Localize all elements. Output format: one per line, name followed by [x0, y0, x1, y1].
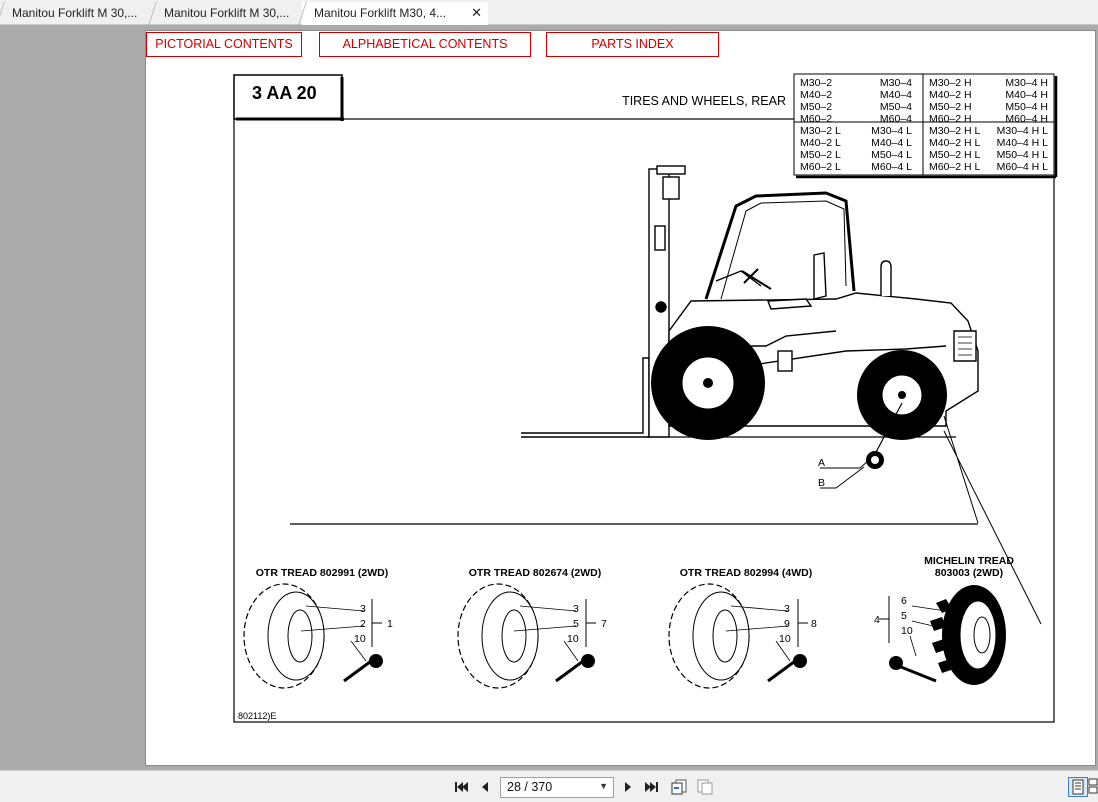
page-number-display: 28 / 370	[507, 780, 553, 794]
svg-text:8: 8	[811, 618, 817, 630]
model-table-cell: M30–4 H L	[997, 125, 1049, 137]
drawing-code: 802112)E	[238, 711, 276, 721]
model-table-cell: M60–2 H L	[929, 161, 981, 173]
section-code: 3 AA 20	[252, 83, 317, 103]
svg-text:5: 5	[901, 610, 907, 622]
model-table-cell: M50–4 H	[1005, 101, 1048, 113]
first-page-icon[interactable]	[451, 777, 471, 797]
rear-wheel	[857, 350, 947, 440]
model-table-cell: M60–4	[880, 113, 912, 125]
svg-text:5: 5	[573, 618, 579, 630]
parts-index-button[interactable]: PARTS INDEX	[546, 32, 719, 57]
svg-text:4: 4	[874, 614, 880, 626]
model-table-cell: M40–4	[880, 89, 912, 101]
pictorial-contents-button[interactable]: PICTORIAL CONTENTS	[146, 32, 302, 57]
model-table-cell: M40–2	[800, 89, 832, 101]
tab-label: Manitou Forklift M30, 4...	[314, 6, 447, 20]
tread-detail-3: OTR TREAD 802994 (4WD) 3 9 10 8	[668, 567, 817, 689]
model-table-cell: M40–4 H L	[997, 137, 1049, 149]
page-number-select[interactable]: 28 / 370 ▼	[500, 777, 614, 798]
go-back-view-icon[interactable]	[669, 777, 689, 797]
diagram-frame	[233, 118, 1055, 723]
tread-title-line1: MICHELIN TREAD	[924, 555, 1014, 567]
tread-title: OTR TREAD 802994 (4WD)	[680, 567, 812, 579]
model-table-cell: M50–4 H L	[997, 149, 1049, 161]
model-table-cell: M30–2 H L	[929, 125, 981, 137]
tread-title: OTR TREAD 802674 (2WD)	[469, 567, 601, 579]
model-table-cell: M60–2 L	[800, 161, 841, 173]
model-table-cell: M30–2 L	[800, 125, 841, 137]
tab-label: Manitou Forklift M 30,...	[164, 6, 290, 20]
svg-text:3: 3	[360, 603, 366, 615]
model-table-cell: M60–4 H	[1005, 113, 1048, 125]
tab-document-3[interactable]: Manitou Forklift M30, 4... ✕	[302, 2, 488, 25]
page-navigation-toolbar: 28 / 370 ▼	[0, 770, 1098, 802]
close-tab-icon[interactable]: ✕	[471, 5, 482, 20]
previous-page-icon[interactable]	[475, 777, 495, 797]
svg-text:6: 6	[901, 595, 907, 607]
front-wheel	[651, 326, 765, 440]
model-table-cell: M50–4 L	[871, 149, 912, 161]
single-page-view-icon[interactable]	[1068, 777, 1088, 797]
document-page: PICTORIAL CONTENTS ALPHABETICAL CONTENTS…	[145, 30, 1096, 766]
model-table-cell: M40–2 H L	[929, 137, 981, 149]
svg-text:10: 10	[567, 633, 579, 645]
model-table: M30–2M40–2M50–2M60–2M30–4M40–4M50–4M60–4…	[793, 73, 1058, 179]
svg-text:3: 3	[573, 603, 579, 615]
tab-document-2[interactable]: Manitou Forklift M 30,...	[152, 2, 302, 25]
model-table-cell: M30–2	[800, 77, 832, 89]
tread-detail-1: OTR TREAD 802991 (2WD) 3 2 10 1	[243, 567, 393, 689]
model-table-cell: M60–2	[800, 113, 832, 125]
model-table-cell: M30–4 L	[871, 125, 912, 137]
model-table-cell: M30–4 H	[1005, 77, 1048, 89]
last-page-icon[interactable]	[642, 777, 662, 797]
model-table-cell: M50–4	[880, 101, 912, 113]
alphabetical-contents-button[interactable]: ALPHABETICAL CONTENTS	[319, 32, 531, 57]
model-table-cell: M60–4 H L	[997, 161, 1049, 173]
model-table-cell: M60–2 H	[929, 113, 972, 125]
svg-text:1: 1	[387, 618, 393, 630]
document-viewer[interactable]: PICTORIAL CONTENTS ALPHABETICAL CONTENTS…	[0, 25, 1098, 770]
svg-text:7: 7	[601, 618, 607, 630]
hub-nut	[820, 451, 884, 489]
parts-diagram: 3 AA 20 TIRES AND WHEELS, REAR M30–2M40–…	[233, 73, 1058, 723]
svg-text:3: 3	[784, 603, 790, 615]
go-forward-view-icon[interactable]	[695, 777, 715, 797]
svg-text:10: 10	[901, 625, 913, 637]
model-table-cell: M60–4 L	[871, 161, 912, 173]
model-table-cell: M50–2 H	[929, 101, 972, 113]
svg-text:10: 10	[354, 633, 366, 645]
chevron-down-icon: ▼	[599, 781, 608, 791]
tread-detail-2: OTR TREAD 802674 (2WD) 3 5 10 7	[457, 567, 607, 689]
model-table-cell: M50–2	[800, 101, 832, 113]
next-page-icon[interactable]	[618, 777, 638, 797]
model-table-cell: M50–2 L	[800, 149, 841, 161]
model-table-cell: M40–4 H	[1005, 89, 1048, 101]
section-title: TIRES AND WHEELS, REAR	[622, 94, 786, 108]
continuous-view-icon[interactable]	[1088, 777, 1098, 797]
svg-text:10: 10	[779, 633, 791, 645]
tread-title: OTR TREAD 802991 (2WD)	[256, 567, 388, 579]
model-table-cell: M40–2 H	[929, 89, 972, 101]
model-table-cell: M30–4	[880, 77, 912, 89]
svg-text:9: 9	[784, 618, 790, 630]
model-table-cell: M40–2 L	[800, 137, 841, 149]
model-table-cell: M40–4 L	[871, 137, 912, 149]
tread-detail-4: MICHELIN TREAD 803003 (2WD) 6 5 10 4	[874, 555, 1014, 685]
tread-title-line2: 803003 (2WD)	[935, 567, 1003, 579]
model-table-cell: M30–2 H	[929, 77, 972, 89]
tab-bar: Manitou Forklift M 30,... Manitou Forkli…	[0, 0, 1098, 25]
tab-document-1[interactable]: Manitou Forklift M 30,...	[0, 2, 152, 25]
callout-b: B	[818, 477, 825, 489]
tab-label: Manitou Forklift M 30,...	[12, 6, 138, 20]
svg-text:2: 2	[360, 618, 366, 630]
model-table-cell: M50–2 H L	[929, 149, 981, 161]
callout-a: A	[818, 457, 825, 469]
